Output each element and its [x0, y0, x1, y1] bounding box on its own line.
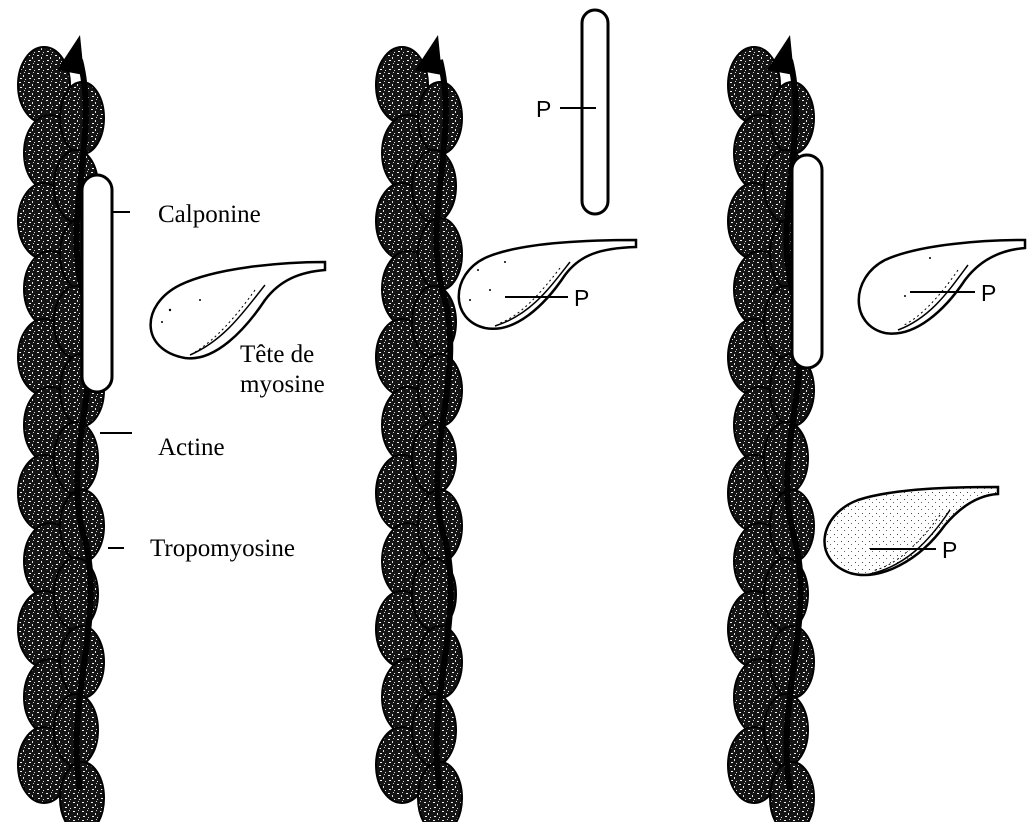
actin-filament	[728, 35, 814, 822]
actin-monomer	[412, 150, 456, 222]
calponin-bar	[792, 155, 822, 368]
actin-monomer	[60, 762, 104, 822]
phosphorylated-calponin-bar	[582, 10, 608, 214]
actin-monomer	[770, 762, 814, 822]
label-tete-line2: myosine	[240, 371, 325, 398]
label-tropomyosine: Tropomyosine	[150, 535, 295, 562]
actin-filament	[376, 35, 462, 822]
panel-3: P P	[728, 35, 1025, 822]
actin-filament	[18, 35, 104, 822]
label-p-calponin: P	[536, 96, 551, 122]
actin-monomer	[418, 354, 462, 426]
label-tete-line1: Tête de	[240, 341, 314, 368]
calponin-bar	[82, 175, 112, 392]
panel-2: P P	[376, 10, 636, 822]
phosphorylated-myosin-head	[859, 240, 1025, 334]
phosphorylated-myosin-head	[459, 240, 636, 329]
phosphorylated-myosin-head-bound	[825, 487, 998, 575]
label-p-myosin-top: P	[981, 280, 996, 306]
label-calponine: Calponine	[158, 201, 261, 228]
panel-1: Calponine Tête de myosine Actine Tropomy…	[18, 35, 325, 822]
label-actine: Actine	[158, 434, 225, 461]
actin-monomer	[412, 422, 456, 494]
actin-monomer	[418, 82, 462, 154]
label-p-myosin: P	[574, 285, 589, 311]
label-p-myosin-bound: P	[942, 537, 957, 563]
